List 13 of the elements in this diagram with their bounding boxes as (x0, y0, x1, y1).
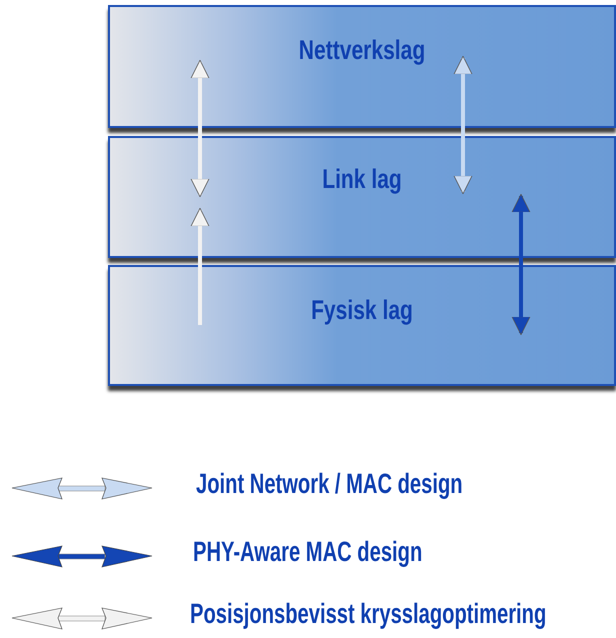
legend-label: PHY-Aware MAC design (193, 536, 422, 568)
layer-label: Link lag (322, 164, 402, 195)
layer-band (108, 265, 616, 386)
arrow (190, 208, 210, 325)
layer-band (108, 5, 616, 128)
layer-label: Nettverkslag (298, 35, 426, 66)
legend-label: Posisjonsbevisst krysslagoptimering (190, 598, 546, 630)
layer-band (108, 136, 616, 258)
layer-label: Fysisk lag (311, 295, 413, 326)
double-arrow (512, 194, 530, 336)
legend-label: Joint Network / MAC design (196, 468, 463, 500)
double-arrow (190, 60, 210, 198)
double-arrow (454, 56, 472, 194)
